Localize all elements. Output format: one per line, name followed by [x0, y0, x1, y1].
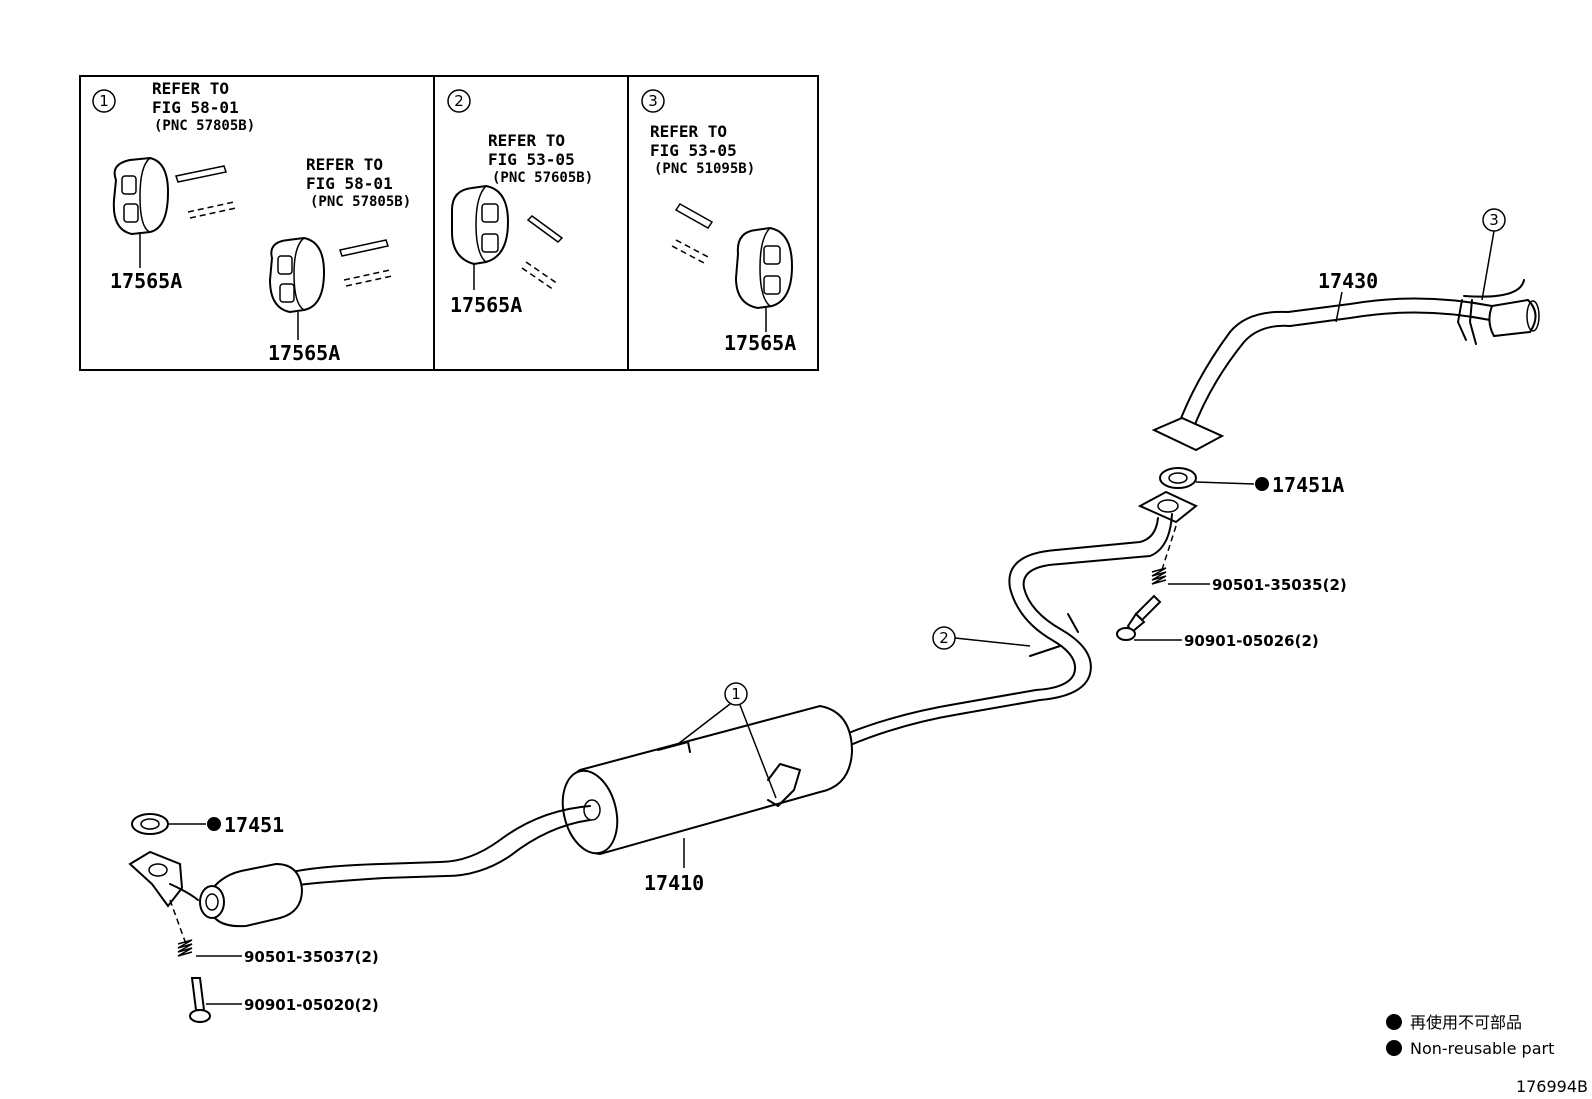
- bolt-front-icon: [189, 977, 211, 1023]
- part-number-17565A: 17565A: [110, 269, 182, 293]
- gasket-front-icon: [131, 813, 169, 835]
- spring-rear-icon: [1151, 567, 1167, 585]
- callout-number: 2: [454, 92, 464, 110]
- part-number-17565A: 17565A: [724, 331, 796, 355]
- refer-to-text: REFER TO: [650, 122, 727, 141]
- front-pipe: [128, 805, 591, 928]
- legend-japanese: 再使用不可部品: [1410, 1013, 1522, 1032]
- part-number-gasket-front: 17451: [224, 813, 284, 837]
- inset-panel-2: 2 REFER TO FIG 53-05 (PNC 57605B) 17565A: [447, 89, 593, 317]
- figure-id: 176994B: [1516, 1077, 1588, 1096]
- callout-circle: [92, 89, 116, 113]
- part-number-spring-rear: 90501-35035(2): [1212, 576, 1347, 594]
- callout-number: 3: [648, 92, 658, 110]
- refer-to-text: REFER TO: [488, 131, 565, 150]
- part-number-muffler: 17410: [644, 871, 704, 895]
- legend-english: Non-reusable part: [1410, 1039, 1554, 1058]
- refer-pnc-text: (PNC 51095B): [654, 161, 755, 177]
- callout-circle: [447, 89, 471, 113]
- non-reusable-dot: [207, 817, 221, 831]
- refer-pnc-text: (PNC 57805B): [310, 194, 411, 210]
- rubber-hanger-icon: [112, 156, 170, 236]
- hanger-rod-icon: [521, 215, 564, 291]
- refer-to-text: REFER TO: [152, 79, 229, 98]
- callout-number: 3: [1489, 211, 1499, 229]
- refer-fig-text: FIG 58-01: [306, 174, 393, 193]
- refer-fig-text: FIG 53-05: [488, 150, 575, 169]
- non-reusable-dot: [1386, 1014, 1402, 1030]
- gasket-rear-icon: [1159, 467, 1197, 489]
- part-number-tail-pipe: 17430: [1318, 269, 1378, 293]
- inset-panel-1: 1 REFER TO FIG 58-01 (PNC 57805B) 17565A…: [92, 79, 411, 365]
- part-number-bolt-rear: 90901-05026(2): [1184, 632, 1319, 650]
- refer-pnc-text: (PNC 57605B): [492, 170, 593, 186]
- rubber-hanger-icon: [451, 184, 510, 266]
- callout-number: 2: [939, 629, 949, 647]
- non-reusable-dot: [1255, 477, 1269, 491]
- part-number-bolt-front: 90901-05020(2): [244, 996, 379, 1014]
- part-number-17565A: 17565A: [450, 293, 522, 317]
- part-number-17565A: 17565A: [268, 341, 340, 365]
- refer-fig-text: FIG 53-05: [650, 141, 737, 160]
- muffler: [561, 704, 854, 856]
- inset-panel-3: 3 REFER TO FIG 53-05 (PNC 51095B) 17565A: [641, 89, 796, 355]
- hanger-rod-icon: [175, 165, 237, 219]
- bolt-rear-icon: [1116, 594, 1162, 641]
- hanger-rod-icon: [671, 203, 714, 265]
- refer-pnc-text: (PNC 57805B): [154, 118, 255, 134]
- tail-pipe: [1151, 279, 1540, 452]
- callout-number: 1: [731, 685, 741, 703]
- callout-circle: [641, 89, 665, 113]
- center-pipe: [845, 490, 1198, 747]
- rubber-hanger-icon: [734, 226, 794, 310]
- callout-number: 1: [99, 92, 109, 110]
- inset-panels: [79, 75, 819, 371]
- spring-front-icon: [177, 939, 193, 957]
- refer-to-text: REFER TO: [306, 155, 383, 174]
- rubber-hanger-icon: [268, 236, 326, 314]
- part-number-gasket-rear: 17451A: [1272, 473, 1344, 497]
- part-number-spring-front: 90501-35037(2): [244, 948, 379, 966]
- callout-circle: [724, 682, 748, 706]
- hanger-rod-icon: [339, 239, 393, 287]
- non-reusable-dot: [1386, 1040, 1402, 1056]
- refer-fig-text: FIG 58-01: [152, 98, 239, 117]
- legend: 再使用不可部品 Non-reusable part: [1386, 1013, 1554, 1058]
